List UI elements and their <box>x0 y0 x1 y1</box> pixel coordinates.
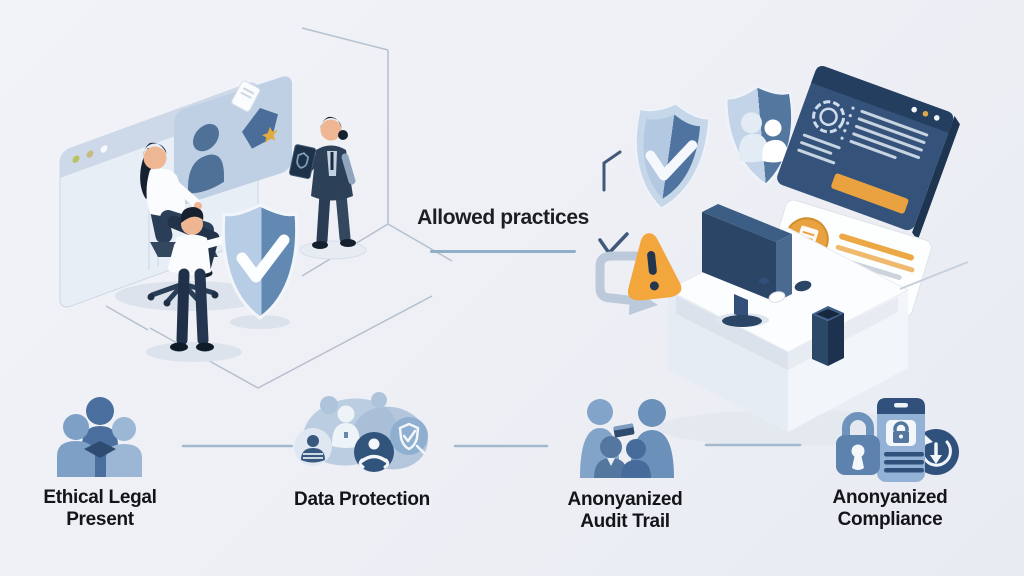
privacy-cluster-icon <box>294 392 428 472</box>
computer-monitor <box>702 204 792 327</box>
label-ethical-legal-present: Ethical Legal Present <box>18 487 182 530</box>
shield-check-large <box>221 203 299 329</box>
phone-lock-icon <box>877 398 925 482</box>
label-line: Compliance <box>837 508 943 530</box>
lock-device-sync-icon <box>836 398 959 482</box>
allowed-practices-text: Allowed practices <box>417 206 589 229</box>
label-line: Audit Trail <box>580 510 670 532</box>
standing-person-pointing <box>168 207 239 352</box>
trash-bin <box>812 306 844 366</box>
label-anonyanized-compliance: Anonyanized Compliance <box>808 487 972 530</box>
people-glyph <box>739 112 789 163</box>
label-line: Anonyanized <box>832 487 948 508</box>
orange-button <box>831 173 909 214</box>
tablet-icon <box>289 144 317 179</box>
check-mark <box>598 232 629 255</box>
window-dot <box>72 155 80 163</box>
label-line: Data Protection <box>294 489 430 510</box>
person-circle-icon <box>354 432 394 472</box>
id-badge-icon <box>294 428 332 466</box>
shadow <box>146 342 242 362</box>
shield-check-icon <box>634 102 711 210</box>
label-anonyanized-audit-trail: Anonyanized Audit Trail <box>543 489 707 532</box>
star-icon <box>262 126 278 144</box>
window-dot <box>86 150 94 158</box>
padlock-icon <box>836 412 880 475</box>
scene-team-review <box>59 27 453 389</box>
mouse-icon <box>794 280 812 292</box>
browser-window-dark <box>777 66 960 241</box>
people-trio-icon <box>57 397 142 477</box>
shadow <box>115 281 265 311</box>
label-data-protection: Data Protection <box>268 489 456 511</box>
allowed-practices-label: Allowed practices <box>400 206 606 230</box>
desk-items <box>729 272 812 303</box>
label-line: Present <box>66 508 134 530</box>
profile-panel <box>174 76 292 206</box>
label-line: Ethical Legal <box>43 487 157 508</box>
connector-lines <box>181 443 802 448</box>
frame-bracket <box>602 150 622 192</box>
shield-search-icon <box>390 417 428 455</box>
people-group-icon <box>580 399 674 478</box>
avatar-icon <box>188 123 224 194</box>
label-line: Anonyanized <box>567 489 683 510</box>
box-icon <box>613 423 635 438</box>
gear-icon <box>812 100 846 134</box>
floor-line <box>899 261 969 290</box>
paper-icon <box>231 80 261 112</box>
suit-person-tablet <box>289 116 367 260</box>
label-underline <box>430 250 576 253</box>
window-dot <box>100 145 108 153</box>
shield-people-icon <box>724 84 794 187</box>
scene-compliance-desk <box>595 66 969 446</box>
warning-triangle-icon <box>627 233 682 301</box>
